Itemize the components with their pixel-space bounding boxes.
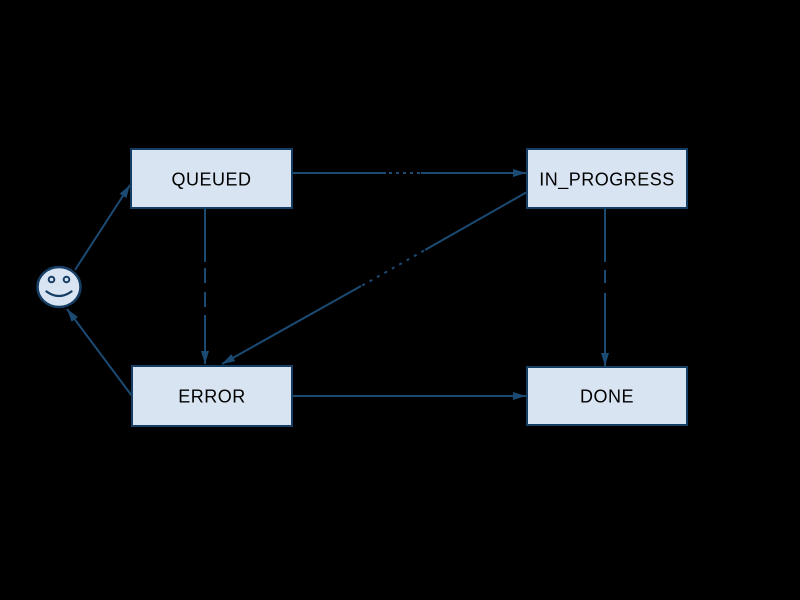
state-node-queued-box bbox=[130, 148, 293, 209]
smiley-right-eye-icon bbox=[62, 275, 71, 284]
state-node-error-label: ERROR bbox=[178, 387, 246, 407]
edge-in-progress-to-error bbox=[221, 191, 528, 365]
state-node-error: ERROR bbox=[131, 365, 293, 427]
edge-error-to-start-line bbox=[66, 308, 133, 397]
edge-start-to-queued bbox=[74, 184, 131, 271]
state-node-in-progress: IN_PROGRESS bbox=[526, 148, 688, 209]
state-node-in-progress-box bbox=[526, 148, 688, 209]
state-node-queued-label: QUEUED bbox=[171, 170, 251, 190]
edge-in-progress-to-error-label-gap bbox=[361, 249, 425, 287]
edge-error-to-start bbox=[66, 308, 133, 397]
smiley-face-icon bbox=[36, 265, 82, 309]
smiley-mouth-icon bbox=[45, 290, 73, 298]
state-node-done-label: DONE bbox=[580, 387, 634, 407]
state-node-error-box bbox=[131, 365, 293, 427]
edge-in-progress-to-error-line bbox=[424, 191, 528, 251]
initial-state-smiley-icon bbox=[36, 265, 82, 309]
state-node-done: DONE bbox=[526, 366, 688, 426]
state-node-in-progress-label: IN_PROGRESS bbox=[539, 170, 675, 191]
edge-start-to-queued-line bbox=[74, 184, 131, 271]
state-node-done-box bbox=[526, 366, 688, 426]
smiley-left-eye-icon bbox=[47, 275, 56, 284]
state-node-queued: QUEUED bbox=[130, 148, 293, 209]
edge-in-progress-to-error-line bbox=[221, 285, 362, 365]
